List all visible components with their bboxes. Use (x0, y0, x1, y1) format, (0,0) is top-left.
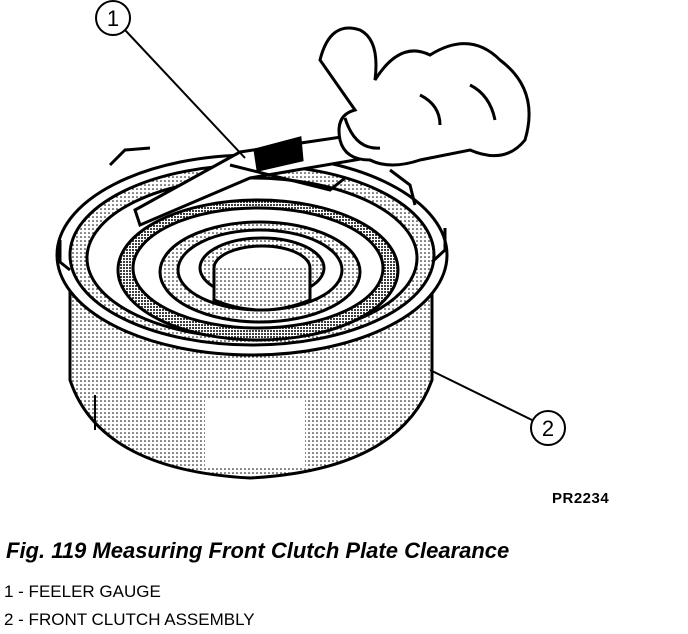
clutch-plates (116, 198, 400, 342)
callout-2-number: 2 (542, 416, 554, 441)
callout-2: 2 (429, 369, 566, 446)
callout-1-number: 1 (107, 6, 119, 31)
clutch-illustration: 1 2 (55, 0, 566, 480)
legend-item-front-clutch: 2 - FRONT CLUTCH ASSEMBLY (4, 610, 255, 629)
legend-item-feeler-gauge: 1 - FEELER GAUGE (4, 582, 161, 601)
hand (318, 26, 531, 167)
image-code: PR2234 (552, 490, 610, 507)
figure-caption: Fig. 119 Measuring Front Clutch Plate Cl… (6, 538, 510, 563)
callout-1: 1 (95, 0, 246, 159)
